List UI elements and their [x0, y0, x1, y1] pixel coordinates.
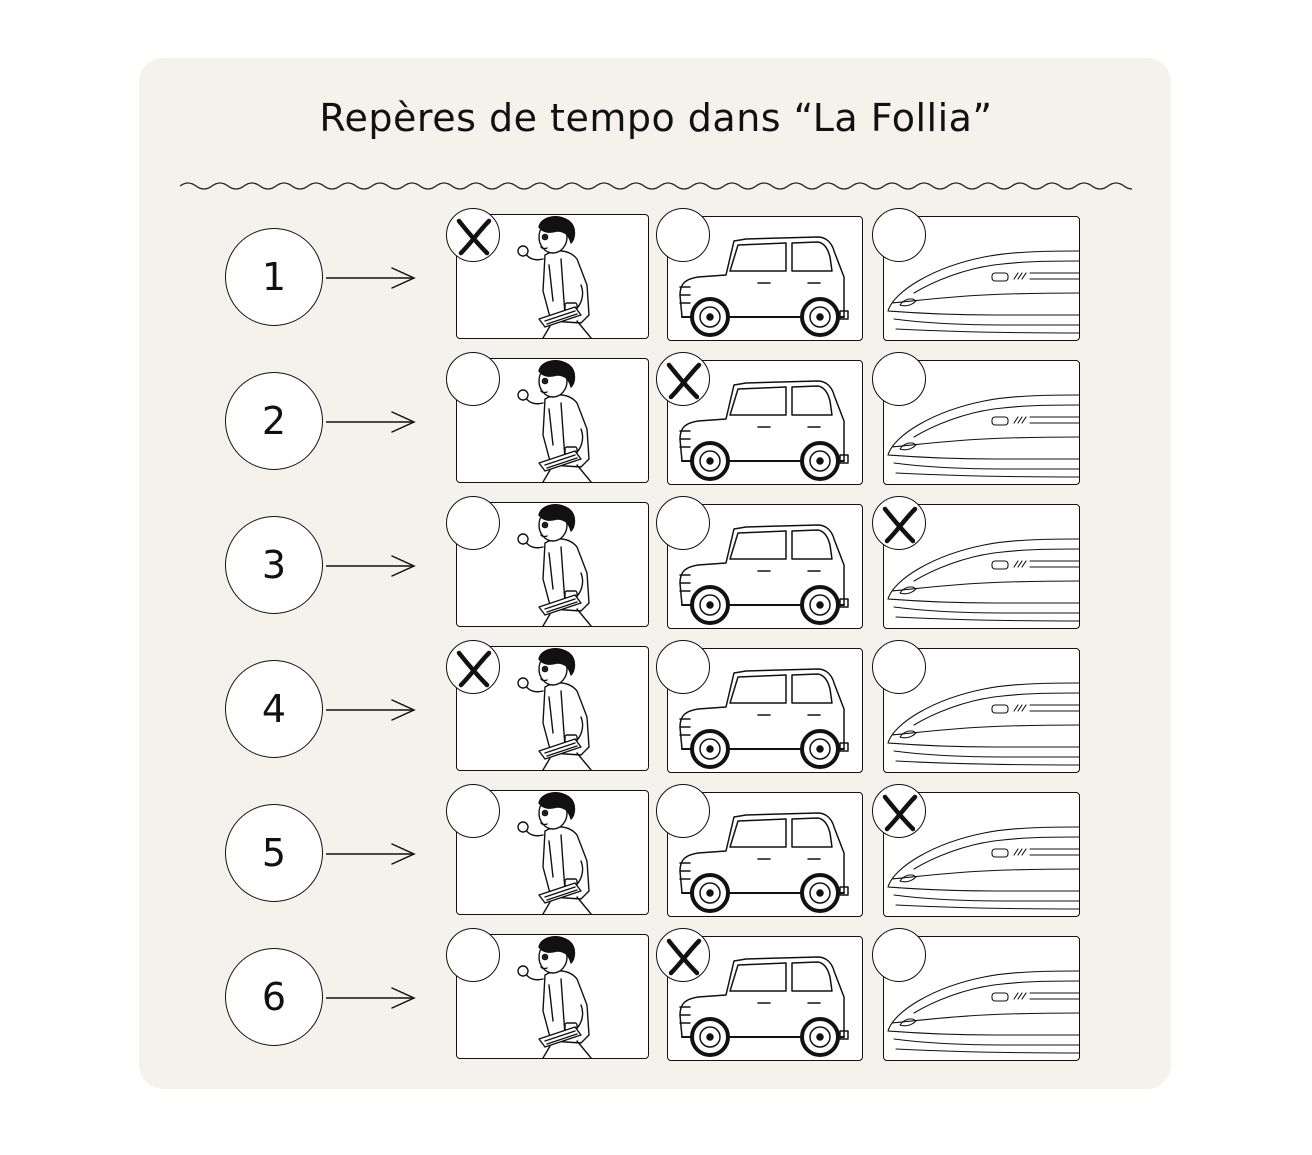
runner-icon	[457, 647, 648, 770]
choice-circle-train-row-1[interactable]	[872, 208, 926, 262]
train-icon	[884, 217, 1079, 340]
choice-circle-car-row-3[interactable]	[656, 496, 710, 550]
choice-circle-car-row-2[interactable]	[656, 352, 710, 406]
row-number-5: 5	[225, 804, 323, 902]
row-number-1: 1	[225, 228, 323, 326]
choice-circle-train-row-3[interactable]	[872, 496, 926, 550]
car-icon	[668, 793, 862, 916]
train-icon	[884, 361, 1079, 484]
train-icon	[884, 505, 1079, 628]
option-train-row-2[interactable]	[883, 360, 1080, 485]
choice-circle-runner-row-4[interactable]	[446, 640, 500, 694]
option-runner-row-5[interactable]	[456, 790, 649, 915]
row-number-2: 2	[225, 372, 323, 470]
choice-circle-car-row-4[interactable]	[656, 640, 710, 694]
arrow-icon	[325, 839, 416, 873]
arrow-icon	[325, 983, 416, 1017]
train-icon	[884, 793, 1079, 916]
row-number-3: 3	[225, 516, 323, 614]
choice-circle-car-row-6[interactable]	[656, 928, 710, 982]
choice-circle-car-row-5[interactable]	[656, 784, 710, 838]
option-runner-row-4[interactable]	[456, 646, 649, 771]
car-icon	[668, 937, 862, 1060]
arrow-icon	[325, 695, 416, 729]
choice-circle-train-row-5[interactable]	[872, 784, 926, 838]
option-car-row-2[interactable]	[667, 360, 863, 485]
runner-icon	[457, 791, 648, 914]
choice-circle-car-row-1[interactable]	[656, 208, 710, 262]
choice-circle-runner-row-2[interactable]	[446, 352, 500, 406]
runner-icon	[457, 503, 648, 626]
row-number-6: 6	[225, 948, 323, 1046]
choice-circle-runner-row-5[interactable]	[446, 784, 500, 838]
row-number-4: 4	[225, 660, 323, 758]
car-icon	[668, 505, 862, 628]
arrow-icon	[325, 551, 416, 585]
car-icon	[668, 217, 862, 340]
arrow-icon	[325, 263, 416, 297]
choice-circle-train-row-2[interactable]	[872, 352, 926, 406]
choice-circle-runner-row-1[interactable]	[446, 208, 500, 262]
runner-icon	[457, 215, 648, 338]
wavy-divider	[180, 182, 1132, 190]
train-icon	[884, 937, 1079, 1060]
car-icon	[668, 361, 862, 484]
runner-icon	[457, 359, 648, 482]
choice-circle-runner-row-6[interactable]	[446, 928, 500, 982]
choice-circle-train-row-4[interactable]	[872, 640, 926, 694]
runner-icon	[457, 935, 648, 1058]
car-icon	[668, 649, 862, 772]
choice-circle-train-row-6[interactable]	[872, 928, 926, 982]
train-icon	[884, 649, 1079, 772]
worksheet-title: Repères de tempo dans “La Follia”	[319, 96, 993, 140]
option-car-row-3[interactable]	[667, 504, 863, 629]
choice-circle-runner-row-3[interactable]	[446, 496, 500, 550]
arrow-icon	[325, 407, 416, 441]
